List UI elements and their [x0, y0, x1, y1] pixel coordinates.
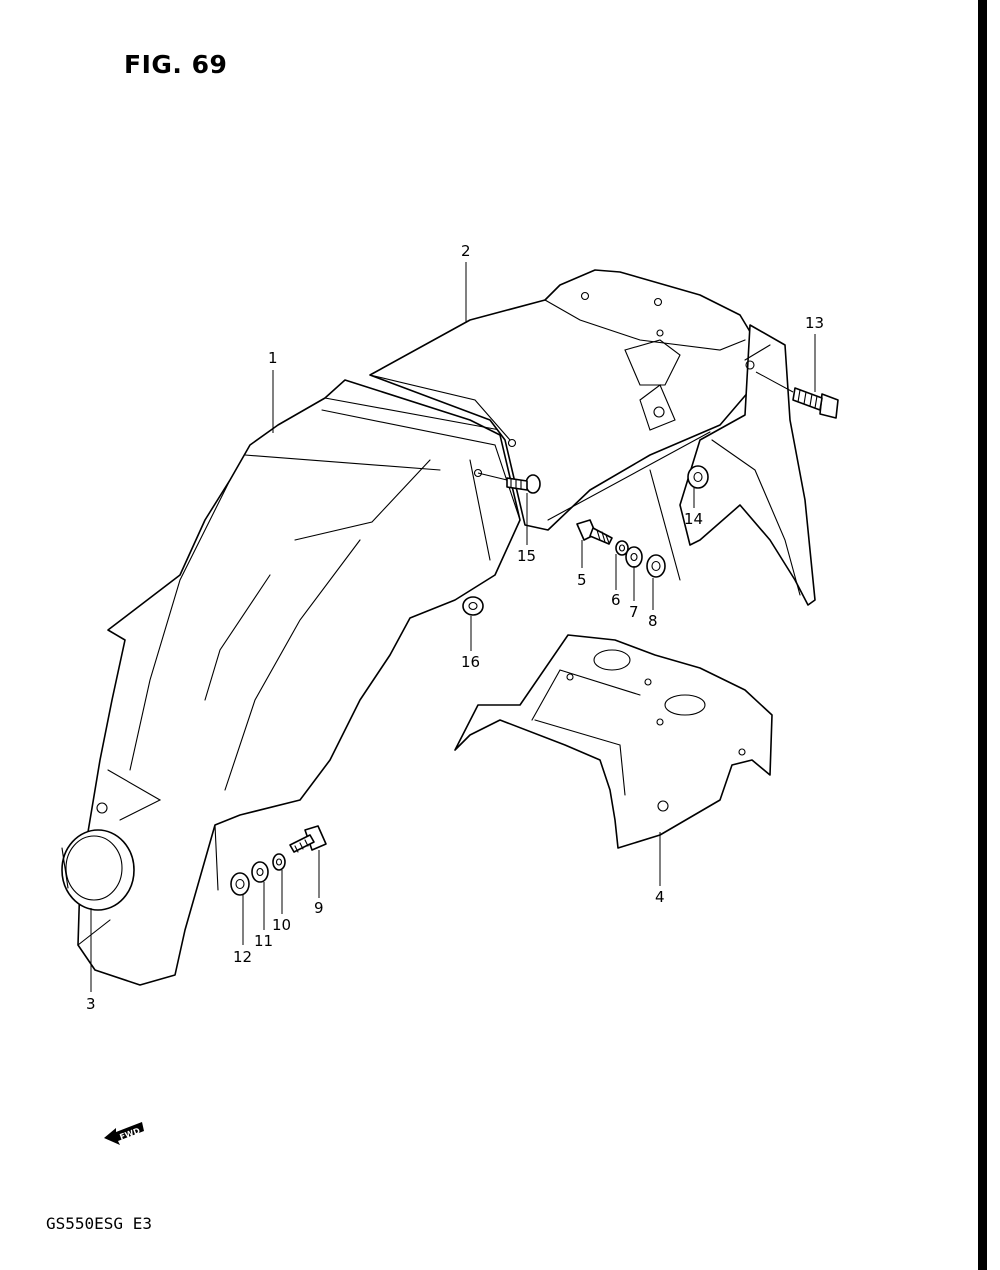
nut-14	[687, 465, 709, 489]
callout-7: 7	[629, 603, 639, 621]
callout-8: 8	[648, 612, 658, 630]
screw-15	[477, 472, 541, 494]
washer-11	[251, 861, 269, 883]
callout-6: 6	[611, 591, 621, 609]
callout-11: 11	[254, 932, 273, 950]
leader-lines	[90, 262, 816, 992]
callout-14: 14	[684, 510, 703, 528]
nut-16	[462, 596, 484, 616]
washer-10	[272, 853, 286, 871]
fender-bracket	[454, 634, 773, 849]
callout-10: 10	[272, 916, 291, 934]
fwd-arrow-icon: FWD	[104, 1122, 144, 1145]
callout-3: 3	[86, 995, 96, 1013]
bolt-13	[755, 371, 839, 419]
callout-15: 15	[517, 547, 536, 565]
callout-9: 9	[314, 899, 324, 917]
washer-6	[615, 540, 629, 556]
callout-5: 5	[577, 571, 587, 589]
reflector	[61, 829, 135, 911]
callout-1: 1	[268, 349, 278, 367]
rear-fender	[77, 379, 521, 986]
model-code: GS550ESG E3	[46, 1214, 152, 1233]
callout-4: 4	[655, 888, 665, 906]
callout-12: 12	[233, 948, 252, 966]
callout-13: 13	[805, 314, 824, 332]
bolt-9	[289, 825, 327, 853]
figure-title: FIG. 69	[124, 50, 228, 79]
callout-2: 2	[461, 242, 471, 260]
nut-8	[646, 554, 666, 578]
fwd-label: FWD	[119, 1126, 142, 1142]
nut-12	[230, 872, 250, 896]
bolt-5	[576, 519, 613, 545]
callout-16: 16	[461, 653, 480, 671]
page-edge-bar	[978, 0, 987, 1270]
washer-7	[625, 546, 643, 568]
callout-labels: 1 2 3 4 5 6 7 8 9 10 11 12 13 14 15 16	[86, 242, 824, 1013]
fender-tail-piece	[369, 269, 816, 606]
